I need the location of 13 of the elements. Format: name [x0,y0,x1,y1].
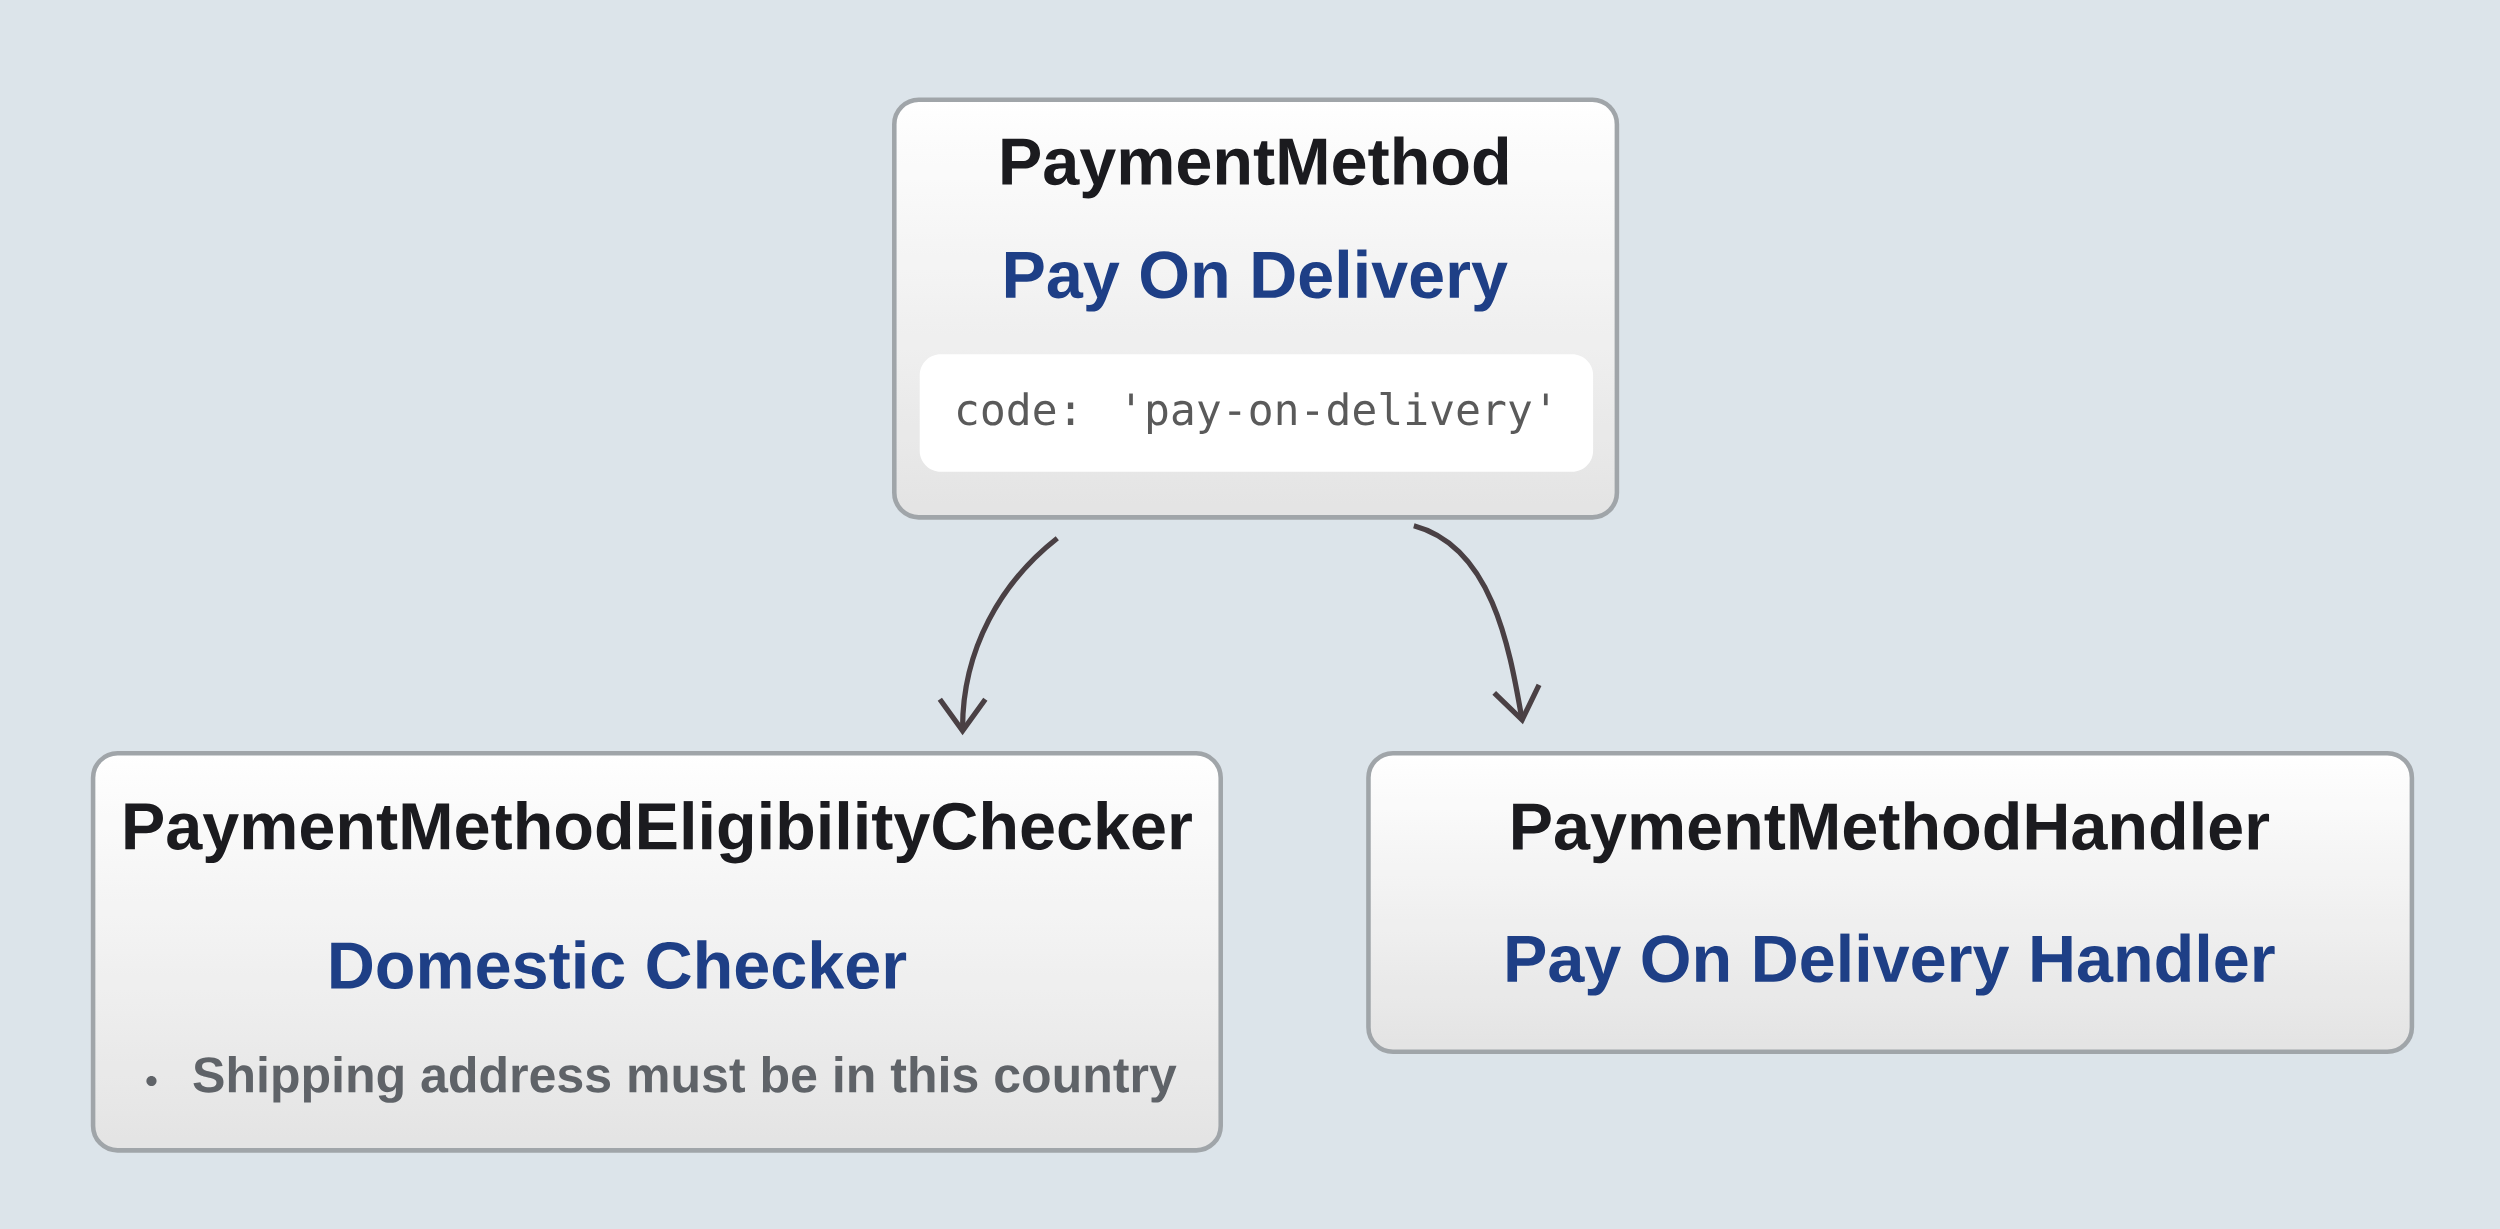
code-box [919,354,1594,472]
card-title: PaymentMethodEligibilityChecker [125,801,1192,864]
bullet-text: Shipping address must be in this country [193,1055,1177,1103]
card-subtitle: Pay On Delivery [1005,249,1508,312]
card-title: PaymentMethodHandler [1513,801,2270,864]
arrow [937,536,1059,736]
arrow [1412,523,1542,725]
card-subtitle: Pay On Delivery Handler [1507,933,2275,996]
component-card [1366,750,2415,1054]
card-subtitle: Domestic Checker [331,940,907,989]
component-card [90,750,1223,1153]
card-title: PaymentMethod [1002,136,1508,199]
code-text: code: 'pay-on-delivery' [958,391,1548,434]
